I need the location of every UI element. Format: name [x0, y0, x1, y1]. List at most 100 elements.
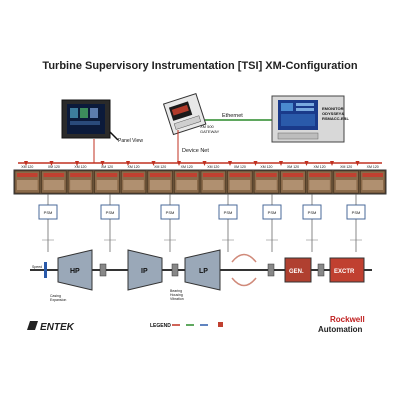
- xm-module-label: XM 120: [340, 165, 352, 169]
- xm-module: XM 120: [360, 165, 386, 194]
- devicenet-drop-arrow: [151, 161, 156, 166]
- xm-module: XM 120: [253, 165, 279, 194]
- generator: [284, 257, 312, 283]
- devicenet-drop-arrow: [49, 161, 54, 166]
- turbine-train: HP IP LP GEN. EXCTR: [30, 249, 372, 291]
- legend-swatch-module: [218, 322, 223, 327]
- devicenet-drop-arrow: [24, 161, 28, 166]
- devicenet-bus: [18, 161, 382, 166]
- xm-module: XM 120: [280, 165, 306, 194]
- xm-module-terminal: [17, 180, 38, 190]
- xm-module-terminal: [203, 180, 224, 190]
- devicenet-drop-arrow: [279, 161, 283, 166]
- devicenet-drop-arrow: [202, 161, 207, 166]
- xm-module: XM 120: [174, 165, 200, 194]
- xm-module-port: [176, 173, 197, 177]
- rockwell-text: Rockwell: [330, 315, 365, 324]
- bearing-vibration-note: Bearing Housing Vibration: [170, 289, 184, 301]
- xm-module-terminal: [123, 180, 144, 190]
- entek-mark: [27, 321, 38, 330]
- xm-module-label: XM 120: [74, 165, 86, 169]
- diagram-title: Turbine Supervisory Instrumentation [TSI…: [42, 60, 358, 72]
- bearing-4: [317, 263, 325, 277]
- xm-module-port: [43, 173, 65, 177]
- speed-probe: [44, 262, 47, 278]
- legend: LEGEND: [150, 322, 223, 329]
- casing-expansion-line1: Casing: [50, 294, 61, 298]
- psm-label: PSM: [44, 210, 53, 215]
- speed-note: Speed: [32, 265, 42, 269]
- devicenet-drop-arrow: [75, 161, 79, 166]
- psm-box: PSM: [262, 204, 282, 220]
- xm-module-label: XM 120: [287, 165, 299, 169]
- xm-module-terminal: [96, 180, 118, 190]
- xm-module-terminal: [43, 180, 65, 190]
- xm-module: XM 120: [67, 165, 93, 194]
- xm-module-port: [149, 173, 171, 177]
- xm-module: XM 120: [41, 165, 67, 194]
- psm-box: PSM: [160, 204, 180, 220]
- devicenet-drop-arrow: [100, 161, 105, 166]
- sensor-leads: [42, 194, 362, 252]
- xm-module-label: XM 120: [128, 165, 140, 169]
- xm-module: XM 120: [94, 165, 120, 194]
- psm-box: PSM: [218, 204, 238, 220]
- bearing-1: [99, 263, 107, 277]
- xm-module-label: XM 120: [260, 165, 272, 169]
- gateway-label: XM 500 GATEWAY: [200, 124, 220, 134]
- xm-module-port: [96, 173, 118, 177]
- xm-module-terminal: [309, 180, 330, 190]
- xm-module-label: XM 120: [234, 165, 246, 169]
- gateway-label-line2: GATEWAY: [200, 129, 220, 134]
- xm-module-port: [256, 173, 277, 177]
- xm-module-terminal: [362, 180, 383, 190]
- automation-text: Automation: [318, 325, 363, 334]
- casing-expansion-line2: Expansion: [50, 298, 66, 302]
- devicenet-drop-arrow: [177, 161, 181, 166]
- ethernet-label: Ethernet: [222, 113, 243, 119]
- panel-view-label: Panel View: [118, 138, 143, 144]
- xm-module: XM 120: [227, 165, 253, 194]
- devicenet-drop-arrow: [355, 161, 360, 166]
- xm-module-terminal: [176, 180, 197, 190]
- bearing-vibration-line1: Bearing: [170, 289, 182, 293]
- lp-label: LP: [199, 268, 208, 275]
- xm-module: XM 120: [121, 165, 147, 194]
- gen-label: GEN.: [289, 269, 304, 275]
- devicenet-drop-arrow: [126, 161, 130, 166]
- xm-module-port: [335, 173, 357, 177]
- xm-module: XM 120: [307, 165, 333, 194]
- xm-module-label: XM 120: [367, 165, 379, 169]
- psm-box: PSM: [38, 204, 58, 220]
- xm-module-port: [309, 173, 330, 177]
- bearing-vibration-line2: Housing: [170, 293, 183, 297]
- xm-module-label: XM 120: [181, 165, 193, 169]
- psm-box: PSM: [302, 204, 322, 220]
- legend-label: LEGEND: [150, 323, 171, 329]
- hp-label: HP: [70, 268, 80, 275]
- panel-view-terminal: [61, 99, 119, 141]
- psm-label: PSM: [224, 210, 233, 215]
- crossover-pipe: [231, 253, 257, 287]
- xm-module: XM 120: [200, 165, 226, 194]
- psm-label: PSM: [106, 210, 115, 215]
- xm-module-port: [70, 173, 91, 177]
- entek-text: ENTEK: [40, 322, 75, 333]
- psm-box: PSM: [346, 204, 366, 220]
- bearing-vibration-line3: Vibration: [170, 297, 184, 301]
- lp-turbine: [184, 249, 221, 291]
- workstation-line-2: ODYSSEY&: [322, 111, 344, 116]
- xm-module-label: XM 120: [207, 165, 219, 169]
- xm500-gateway: [162, 92, 207, 136]
- devicenet-drop-arrow: [253, 161, 258, 166]
- workstation: [271, 95, 345, 143]
- psm-label: PSM: [166, 210, 175, 215]
- xm-module-terminal: [256, 180, 277, 190]
- workstation-line-3: RSMACC-EBL: [322, 116, 349, 121]
- xm-module-terminal: [149, 180, 171, 190]
- xm-module-port: [362, 173, 383, 177]
- xm-module: XM 120: [147, 165, 173, 194]
- xm-module-port: [229, 173, 251, 177]
- xm-module: XM 120: [333, 165, 359, 194]
